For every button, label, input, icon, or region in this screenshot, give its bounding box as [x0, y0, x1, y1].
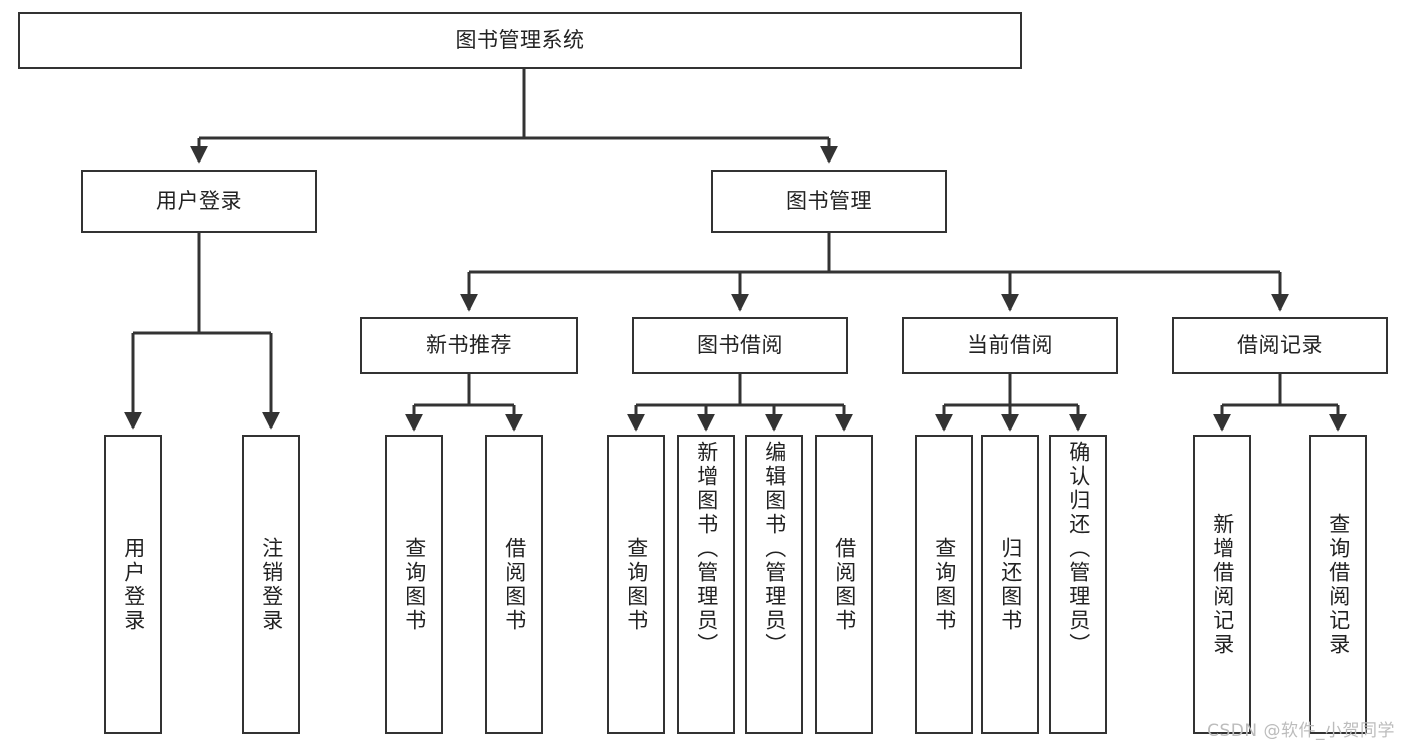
leaf-borrow-book-label: 借阅图书: [832, 536, 857, 633]
leaf-borrow-book-recommend[interactable]: 借阅图书: [485, 435, 543, 734]
leaf-confirm-return-admin[interactable]: 确认归还（管理员）: [1049, 435, 1107, 734]
leaf-confirm-return-admin-label: 确认归还（管理员）: [1066, 441, 1091, 657]
leaf-borrow-book[interactable]: 借阅图书: [815, 435, 873, 734]
node-borrow-records[interactable]: 借阅记录: [1172, 317, 1388, 374]
node-new-book-recommend[interactable]: 新书推荐: [360, 317, 578, 374]
leaf-query-borrow-record-label: 查询借阅记录: [1326, 512, 1351, 657]
node-borrow-records-label: 借阅记录: [1237, 333, 1323, 358]
leaf-add-borrow-record[interactable]: 新增借阅记录: [1193, 435, 1251, 734]
node-current-borrow[interactable]: 当前借阅: [902, 317, 1118, 374]
leaf-user-login-label: 用户登录: [121, 536, 146, 633]
leaf-query-book-recommend-label: 查询图书: [402, 536, 427, 633]
node-root[interactable]: 图书管理系统: [18, 12, 1022, 69]
leaf-borrow-book-recommend-label: 借阅图书: [502, 536, 527, 633]
leaf-add-borrow-record-label: 新增借阅记录: [1210, 512, 1235, 657]
node-book-borrow[interactable]: 图书借阅: [632, 317, 848, 374]
leaf-edit-book-admin[interactable]: 编辑图书（管理员）: [745, 435, 803, 734]
node-user-login-label: 用户登录: [156, 189, 242, 214]
node-current-borrow-label: 当前借阅: [967, 333, 1053, 358]
leaf-add-book-admin-label: 新增图书（管理员）: [694, 441, 719, 657]
leaf-edit-book-admin-label: 编辑图书（管理员）: [762, 441, 787, 657]
node-root-label: 图书管理系统: [455, 28, 585, 53]
node-new-book-recommend-label: 新书推荐: [426, 333, 512, 358]
leaf-return-book-label: 归还图书: [998, 536, 1023, 633]
leaf-query-book-current[interactable]: 查询图书: [915, 435, 973, 734]
node-user-login[interactable]: 用户登录: [81, 170, 317, 233]
leaf-return-book[interactable]: 归还图书: [981, 435, 1039, 734]
leaf-user-logout[interactable]: 注销登录: [242, 435, 300, 734]
leaf-query-book-borrow-label: 查询图书: [624, 536, 649, 633]
node-book-management-label: 图书管理: [786, 189, 872, 214]
leaf-query-book-recommend[interactable]: 查询图书: [385, 435, 443, 734]
leaf-user-logout-label: 注销登录: [259, 536, 284, 633]
node-book-management[interactable]: 图书管理: [711, 170, 947, 233]
node-book-borrow-label: 图书借阅: [697, 333, 783, 358]
leaf-query-book-current-label: 查询图书: [932, 536, 957, 633]
leaf-user-login[interactable]: 用户登录: [104, 435, 162, 734]
leaf-query-borrow-record[interactable]: 查询借阅记录: [1309, 435, 1367, 734]
leaf-add-book-admin[interactable]: 新增图书（管理员）: [677, 435, 735, 734]
leaf-query-book-borrow[interactable]: 查询图书: [607, 435, 665, 734]
